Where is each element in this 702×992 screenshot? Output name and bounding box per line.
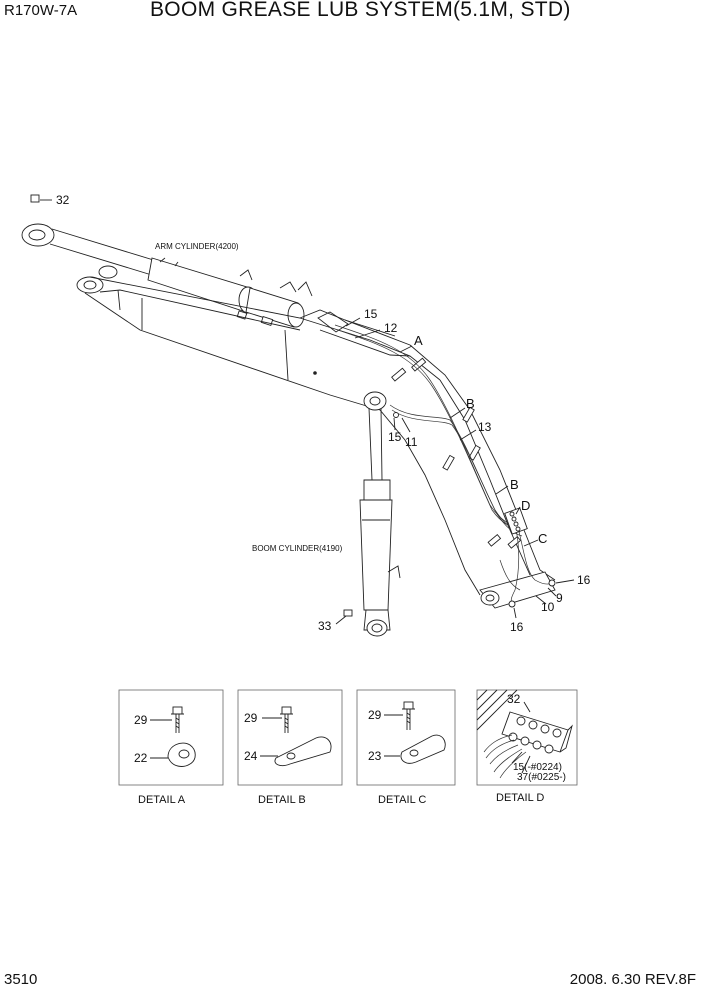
pin-item-32 <box>30 194 40 203</box>
boom-cylinder-label: BOOM CYLINDER(4190) <box>252 544 343 553</box>
detail-a-title: DETAIL A <box>138 794 186 806</box>
detail-a-panel: 29 22 DETAIL A <box>118 689 224 806</box>
callout-detail-b-upper: B <box>466 396 475 411</box>
detail-c-panel: 29 23 DETAIL C <box>356 689 456 806</box>
detail-b-bolt-callout: 29 <box>244 711 258 725</box>
callout-13: 13 <box>478 420 492 434</box>
callout-detail-c: C <box>538 531 547 546</box>
page-title: BOOM GREASE LUB SYSTEM(5.1M, STD) <box>150 0 571 21</box>
callout-16-bottom: 16 <box>510 620 524 634</box>
callout-32: 32 <box>56 193 70 207</box>
callout-12: 12 <box>384 321 398 335</box>
boom-cylinder <box>343 391 401 637</box>
detail-a-bolt-callout: 29 <box>134 713 148 727</box>
detail-d-title: DETAIL D <box>496 792 544 804</box>
detail-d-top-callout: 32 <box>507 692 521 706</box>
callout-11: 11 <box>405 435 418 449</box>
callout-15-top: 15 <box>364 307 378 321</box>
arm-cylinder <box>21 223 313 328</box>
detail-c-title: DETAIL C <box>378 794 426 806</box>
callout-9: 9 <box>556 591 563 605</box>
leader-lines <box>40 199 575 625</box>
callout-15-lower: 15 <box>388 430 402 444</box>
callout-detail-a: A <box>414 333 423 348</box>
callout-16-right: 16 <box>577 573 591 587</box>
arm-cylinder-label: ARM CYLINDER(4200) <box>155 242 239 251</box>
detail-c-clamp-callout: 23 <box>368 749 382 763</box>
detail-b-title: DETAIL B <box>258 794 306 806</box>
detail-b-clamp-callout: 24 <box>244 749 258 763</box>
detail-d-note-2: 37(#0225-) <box>517 772 566 783</box>
detail-a-clamp-callout: 22 <box>134 751 148 765</box>
callout-detail-d: D <box>521 498 530 513</box>
detail-d-note-1: 15(-#0224) <box>513 762 562 773</box>
callout-10: 10 <box>541 600 555 614</box>
page-number: 3510 <box>4 971 38 988</box>
revision-date: 2008. 6.30 REV.8F <box>569 971 696 988</box>
callout-33: 33 <box>318 619 332 633</box>
detail-d-panel: 32 15(-#0224) 37(#0225-) DETAIL D <box>476 689 578 804</box>
grease-hoses <box>334 324 556 608</box>
model-code: R170W-7A <box>4 2 78 19</box>
detail-c-bolt-callout: 29 <box>368 708 382 722</box>
callout-detail-b-lower: B <box>510 477 519 492</box>
detail-b-panel: 29 24 DETAIL B <box>237 689 343 806</box>
boom-structure <box>76 265 556 609</box>
